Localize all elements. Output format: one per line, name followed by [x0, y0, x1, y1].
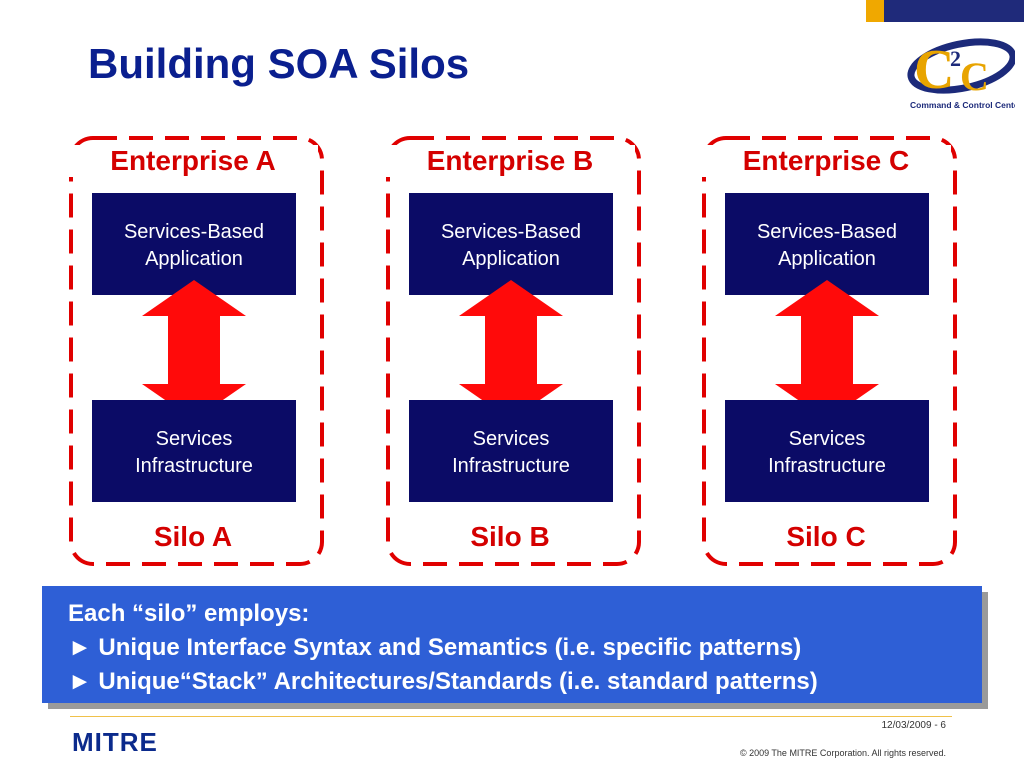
corner-accent	[866, 0, 884, 22]
application-line-1: Services-Based	[440, 221, 582, 243]
application-box: Services-Based Application	[725, 193, 929, 295]
svg-text:C: C	[914, 39, 954, 101]
infrastructure-line-1: Services	[788, 428, 866, 450]
silo-label: Silo C	[786, 521, 866, 552]
enterprise-label: Enterprise A	[68, 145, 318, 177]
infrastructure-box: Services Infrastructure	[92, 400, 296, 502]
silo-c: Enterprise C Services-Based Application …	[701, 135, 957, 566]
callout-bullet-2: ► Unique“Stack” Architectures/Standards …	[68, 668, 818, 695]
svg-text:2: 2	[950, 46, 961, 71]
callout-heading: Each “silo” employs:	[68, 600, 310, 627]
callout-bullet-1: ► Unique Interface Syntax and Semantics …	[68, 634, 802, 661]
bidirectional-arrow-icon	[775, 280, 879, 420]
application-line-2: Application	[145, 248, 243, 270]
infrastructure-line-2: Infrastructure	[768, 455, 886, 477]
silo-b: Enterprise B Services-Based Application …	[385, 135, 641, 566]
application-line-2: Application	[462, 248, 560, 270]
application-line-2: Application	[778, 248, 876, 270]
application-box: Services-Based Application	[92, 193, 296, 295]
corner-bar	[866, 0, 1024, 22]
silo-label: Silo B	[470, 521, 550, 552]
infrastructure-box: Services Infrastructure	[409, 400, 613, 502]
enterprise-label: Enterprise B	[385, 145, 635, 177]
c2c-logo-icon: C 2 C Command & Control Center	[907, 38, 1015, 110]
application-box: Services-Based Application	[409, 193, 613, 295]
infrastructure-box: Services Infrastructure	[725, 400, 929, 502]
infrastructure-line-2: Infrastructure	[135, 455, 253, 477]
infrastructure-line-2: Infrastructure	[452, 455, 570, 477]
logo-text: Command & Control Center	[910, 100, 1015, 110]
silo-a: Enterprise A Services-Based Application …	[68, 135, 324, 566]
silo-border	[386, 136, 641, 566]
slide-title: Building SOA Silos	[88, 40, 470, 87]
svg-text:C: C	[960, 54, 989, 99]
enterprise-label: Enterprise C	[701, 145, 951, 177]
infrastructure-line-1: Services	[155, 428, 233, 450]
callout-box: Each “silo” employs: ► Unique Interface …	[42, 586, 982, 703]
infrastructure-line-1: Services	[472, 428, 550, 450]
application-line-1: Services-Based	[123, 221, 265, 243]
silo-label: Silo A	[153, 521, 233, 552]
application-line-1: Services-Based	[756, 221, 898, 243]
bidirectional-arrow-icon	[459, 280, 563, 420]
silo-border	[69, 136, 324, 566]
bidirectional-arrow-icon	[142, 280, 246, 420]
silo-border	[702, 136, 957, 566]
copyright-notice: © 2009 The MITRE Corporation. All rights…	[739, 748, 946, 758]
footer-divider	[70, 716, 952, 717]
mitre-logo: MITRE	[72, 727, 158, 757]
date-page-number: 12/03/2009 - 6	[881, 720, 947, 731]
